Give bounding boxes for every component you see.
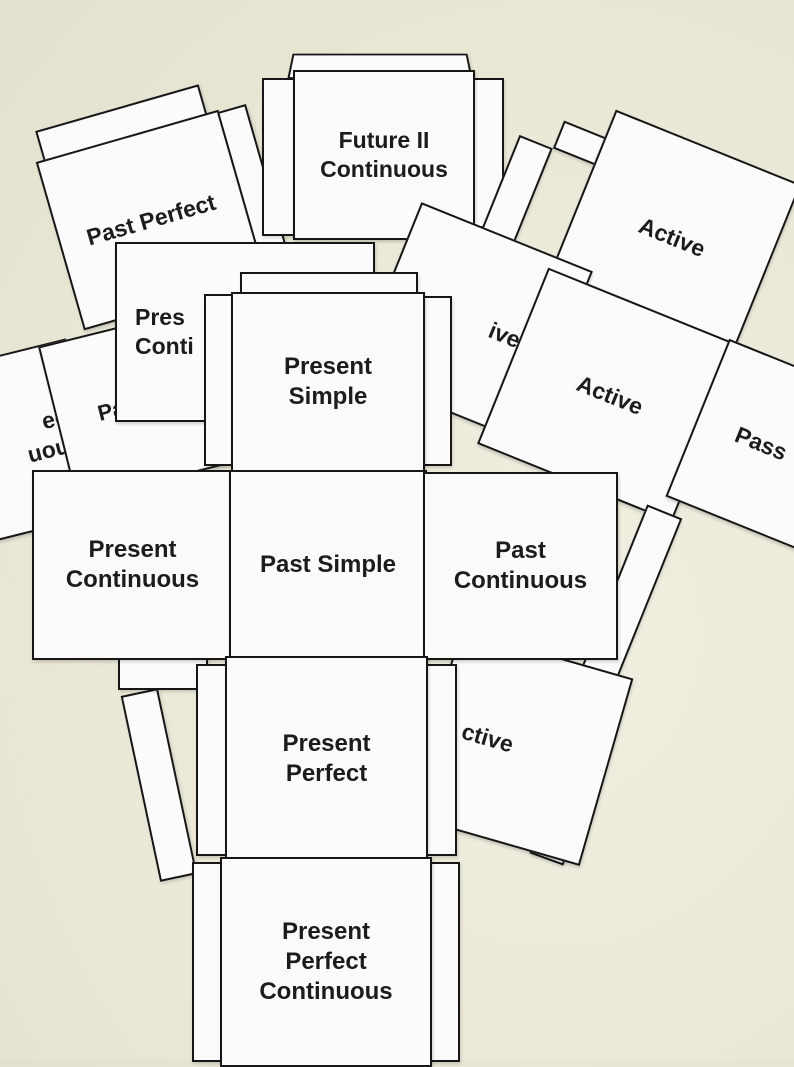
present-perfect-continuous-right-flap [428,862,460,1062]
future-ii-continuous-label: Future II Continuous [320,127,448,182]
present-simple-left-flap [204,294,236,466]
left-lower-flap-a [120,688,198,882]
active-middle-label: Active [573,369,648,420]
present-simple-label: Present Simple [283,353,373,410]
past-simple-label: Past Simple [259,551,397,578]
present-perfect-label: Present Perfect [282,729,371,787]
pres-conti-label: Pres Conti [135,304,194,359]
ctive-label: ctive [458,718,517,758]
present-simple-card: Present Simple [231,292,425,472]
present-continuous-label: Present Continuous [65,536,200,593]
present-perfect-card: Present Perfect [225,656,428,861]
present-perfect-continuous-label: Present Perfect Continuous [259,918,393,1005]
present-perfect-right-flap [425,664,457,856]
pass-label: Pass [731,420,792,466]
past-continuous-label: Past Continuous [453,537,588,594]
past-simple-card: Past Simple [229,470,427,660]
present-perfect-left-flap [196,664,228,856]
present-continuous-card: Present Continuous [32,470,233,660]
present-perfect-continuous-card: Present Perfect Continuous [220,857,432,1067]
past-continuous-card: Past Continuous [423,472,618,660]
active-top-label: Active [635,212,710,263]
